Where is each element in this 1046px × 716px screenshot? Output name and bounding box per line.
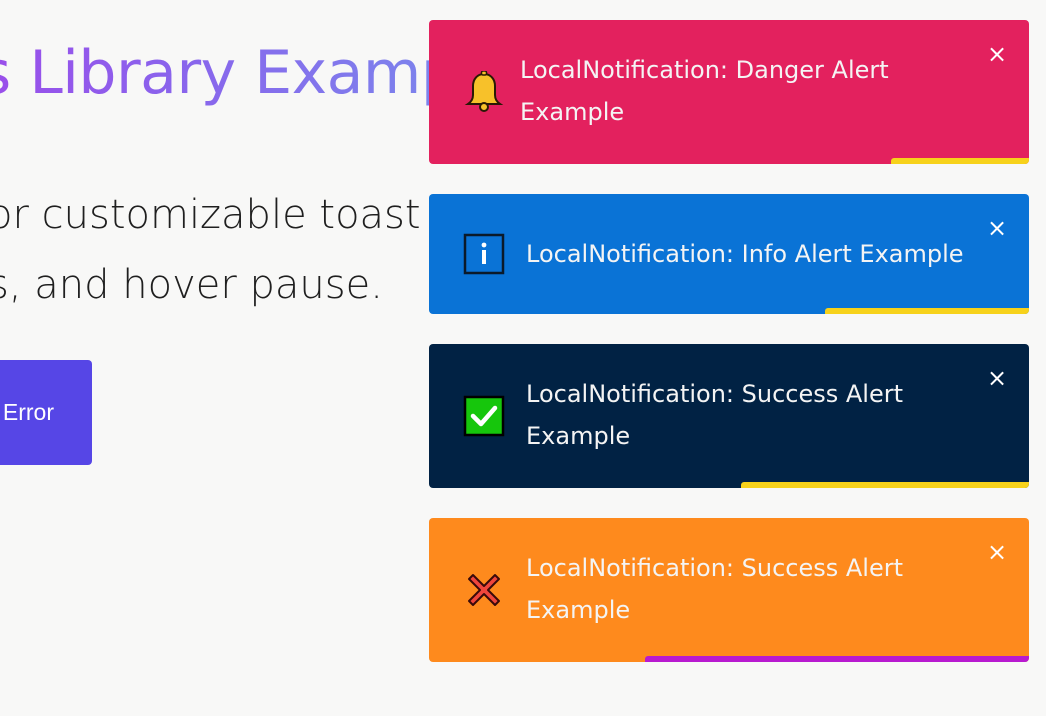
toast-progress-bar — [891, 158, 1029, 164]
close-icon[interactable]: × — [987, 538, 1008, 566]
bell-icon — [463, 71, 505, 113]
close-icon[interactable]: × — [987, 364, 1008, 392]
close-icon[interactable]: × — [987, 40, 1008, 68]
cross-icon — [463, 569, 505, 611]
toast-message: LocalNotification: Info Alert Example — [526, 240, 964, 268]
toast-message: LocalNotification: Success Alert Example — [526, 554, 903, 624]
toast-danger: LocalNotification: Danger Alert Example … — [429, 20, 1029, 164]
show-error-button[interactable]: Error — [0, 360, 92, 465]
toast-progress-bar — [825, 308, 1029, 314]
page-title: s Library Examp — [0, 38, 459, 108]
toast-message: LocalNotification: Success Alert Example — [526, 380, 903, 450]
toast-info: LocalNotification: Info Alert Example × — [429, 194, 1029, 314]
toast-progress-bar — [741, 482, 1029, 488]
toast-message: LocalNotification: Danger Alert Example — [520, 56, 889, 126]
page-description: or customizable toast s, and hover pause… — [0, 180, 1046, 320]
toast-success: LocalNotification: Success Alert Example… — [429, 344, 1029, 488]
info-icon — [463, 233, 505, 275]
close-icon[interactable]: × — [987, 214, 1008, 242]
checkmark-icon — [463, 395, 505, 437]
toast-warning: LocalNotification: Success Alert Example… — [429, 518, 1029, 662]
description-line-1: or customizable toast — [0, 192, 421, 238]
toast-progress-bar — [645, 656, 1029, 662]
description-line-2: s, and hover pause. — [0, 262, 383, 308]
